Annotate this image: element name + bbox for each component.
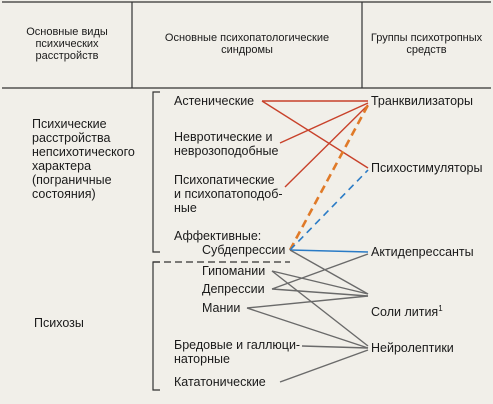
syndrome-depression: Депрессии — [202, 282, 265, 296]
red-links — [261, 100, 369, 188]
link-subdepression-antidepressants — [289, 249, 369, 253]
link-depression-antidepressants — [271, 253, 369, 290]
bracket-borderline — [152, 91, 160, 253]
syndrome-delusional: Бредовые и галлюци- наторные — [174, 338, 301, 366]
drug-tranquilizers: Транквилизаторы — [371, 94, 473, 108]
syndrome-asthenic: Астенические — [174, 94, 255, 108]
syndrome-subdepression: Субдепрессии — [202, 243, 286, 257]
link-delusional-neuroleptics — [301, 345, 369, 349]
syndrome-affective: Аффективные: — [174, 229, 262, 243]
syndrome-mania: Мании — [202, 301, 241, 315]
link-subdepression-tranquilizers — [288, 104, 370, 251]
link-psychopathic-tranquilizers — [284, 104, 369, 188]
header-syndromes: Основные психопатологические синдромы — [164, 32, 330, 56]
link-catatonic-neuroleptics — [279, 349, 369, 383]
link-neurotic-tranquilizers — [279, 102, 369, 144]
header-disorders: Основные виды психических расстройств — [26, 26, 108, 62]
header-drugs: Группы психотропных средств — [370, 32, 483, 56]
link-hypomania-lithium — [271, 270, 369, 295]
drug-lithium: Соли лития1 — [371, 288, 443, 319]
drug-psychostimulants: Психостимуляторы — [371, 161, 483, 175]
disorder-borderline: Психические расстройства непсихотическог… — [32, 117, 135, 201]
link-depression-lithium — [271, 288, 369, 297]
link-subdepression-psychostimulants — [289, 169, 369, 251]
drug-lithium-footnote: 1 — [438, 304, 443, 313]
disorder-psychoses: Психозы — [34, 316, 84, 330]
link-asthenic-psychostimulants — [261, 100, 369, 169]
link-subdepression-lithium — [289, 249, 369, 295]
bracket-psychoses — [152, 261, 160, 391]
syndrome-hypomania: Гипомании — [202, 264, 266, 278]
drug-antidepressants: Актидепрессанты — [371, 245, 474, 259]
drug-lithium-label: Соли лития — [371, 305, 439, 320]
syndrome-neurotic: Невротические и неврозоподобные — [174, 130, 279, 158]
syndrome-psychopathic: Психопатические и психопатоподоб- ные — [174, 173, 283, 215]
gray-links — [246, 249, 369, 383]
syndrome-catatonic: Кататонические — [174, 375, 266, 389]
header-frame — [2, 1, 491, 89]
link-mania-neuroleptics — [246, 307, 369, 349]
drug-neuroleptics: Нейролептики — [371, 341, 454, 355]
link-mania-lithium — [246, 295, 369, 309]
